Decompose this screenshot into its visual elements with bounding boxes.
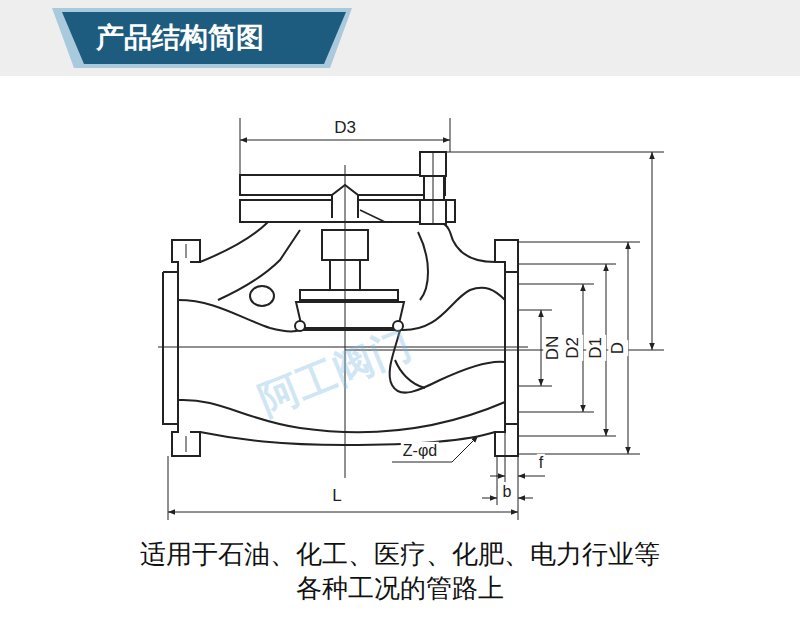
- bolt-hole-label: Z-φd: [401, 442, 439, 460]
- dimension-label: D1: [586, 335, 606, 361]
- dimension-label: f: [537, 454, 545, 472]
- title-banner: [62, 12, 346, 64]
- caption-text: 适用于石油、化工、医疗、化肥、电力行业等 各种工况的管路上: [130, 538, 670, 606]
- banner-shadow: [52, 8, 352, 68]
- watermark: 阿工阀门: [252, 321, 418, 424]
- title-text: 产品结构简图: [96, 22, 264, 54]
- dimension-lines: [168, 118, 664, 520]
- dimension-label: b: [501, 483, 514, 501]
- dimension-label: D: [608, 340, 628, 356]
- valve-body: [163, 152, 518, 456]
- dimension-label: D2: [563, 335, 583, 361]
- dimension-label: L: [330, 486, 343, 506]
- header-band: [0, 0, 800, 76]
- center-lines: [158, 165, 528, 478]
- dimension-label: DN: [543, 334, 563, 363]
- dimension-label: D3: [332, 118, 358, 138]
